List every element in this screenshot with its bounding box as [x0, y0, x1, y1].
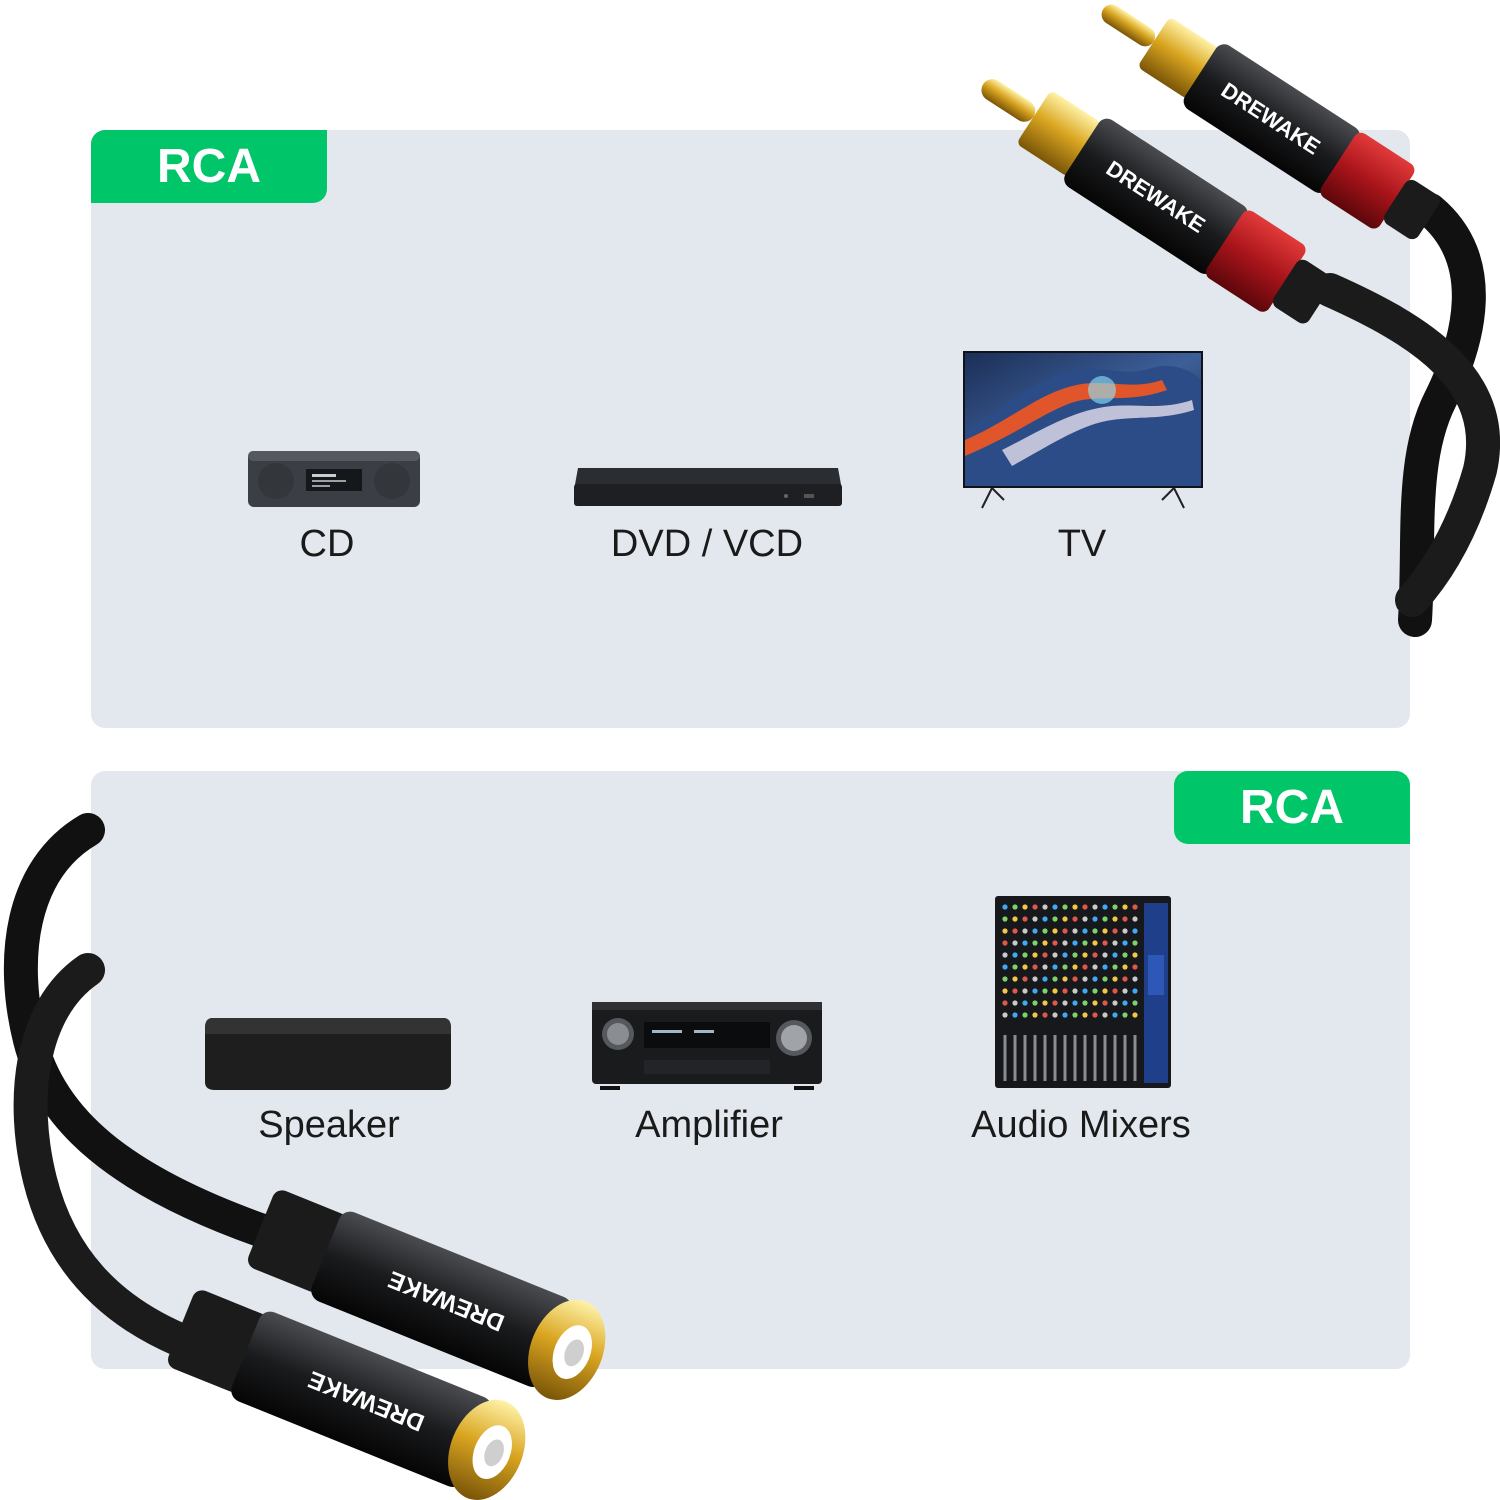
cable-top-1: [1398, 193, 1486, 637]
cd-player-icon: [248, 451, 420, 507]
audio-mixer-icon: [995, 896, 1171, 1088]
rca-female-jack-1: DREWAKE: [248, 1190, 606, 1400]
device-label-amplifier: Amplifier: [635, 1104, 783, 1146]
cable-bottom-2: [13, 953, 197, 1357]
device-label-speaker: Speaker: [258, 1104, 400, 1146]
rca-female-jack-2: DREWAKE: [168, 1290, 526, 1500]
amplifier-icon: [592, 1002, 822, 1090]
tv-icon: [963, 351, 1203, 509]
device-label-audio-mixers: Audio Mixers: [971, 1104, 1191, 1146]
rca-tag-bottom: RCA: [1174, 771, 1410, 844]
dvd-player-icon: [574, 468, 842, 506]
speaker-icon: [205, 1018, 451, 1090]
rca-male-plug-1: DREWAKE: [1101, 4, 1440, 240]
device-label-tv: TV: [1057, 523, 1107, 565]
device-label-dvd: DVD / VCD: [610, 523, 804, 565]
rca-tag-top: RCA: [91, 130, 327, 203]
device-label-cd: CD: [299, 523, 355, 565]
cable-top-2: [1313, 273, 1500, 617]
